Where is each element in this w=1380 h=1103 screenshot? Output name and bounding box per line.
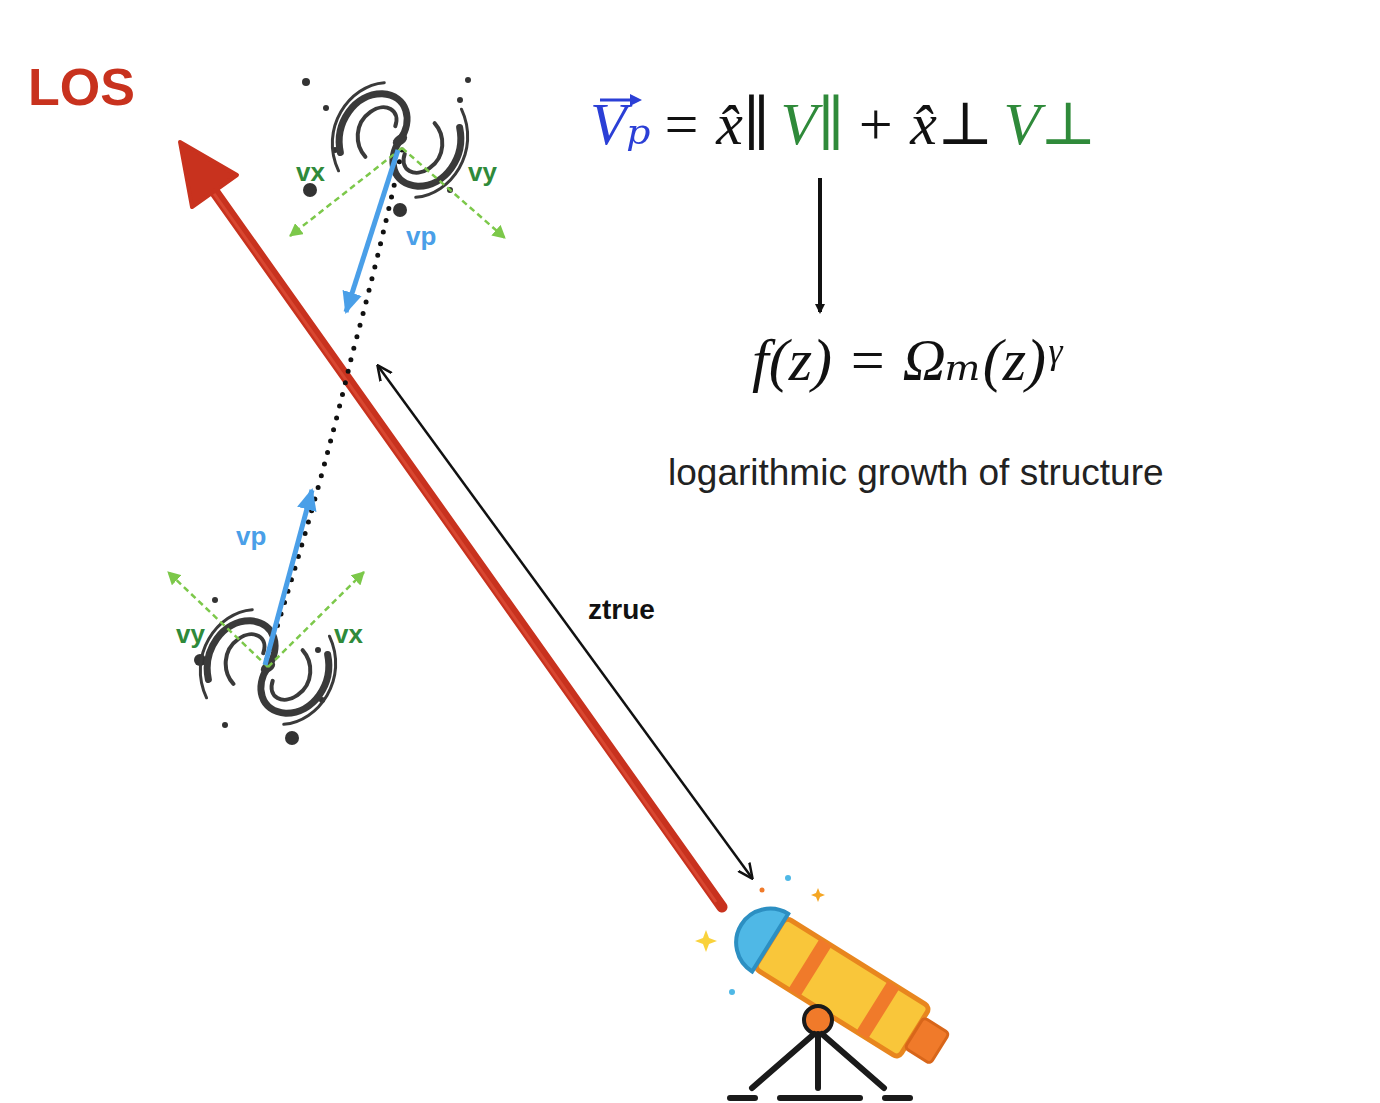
- implies-arrow: [818, 178, 822, 312]
- growth-equation: f(z) = Ωₘ(z)ᵞ: [752, 326, 1060, 395]
- los-label: LOS: [28, 58, 135, 118]
- los-arrow: [180, 142, 722, 907]
- velocity-equation: Vₚ= x̂∥V∥+ x̂⊥V⊥: [590, 88, 1097, 159]
- distance-label: ztrue: [588, 594, 655, 626]
- velocity-component: vx: [334, 620, 363, 650]
- velocity-component: vy: [468, 158, 497, 188]
- velocity-perpendicular: V⊥: [1003, 88, 1096, 159]
- component-arrows: [168, 148, 505, 667]
- velocity-arrows: [265, 150, 398, 665]
- dotted-path: [264, 150, 402, 668]
- velocity-label: vp: [236, 522, 266, 552]
- velocity-component: vy: [176, 620, 205, 650]
- velocity-component: vx: [296, 158, 325, 188]
- velocity-label: vp: [406, 222, 436, 252]
- growth-caption: logarithmic growth of structure: [668, 452, 1164, 495]
- equation-part: = x̂∥: [661, 88, 771, 159]
- telescope-icon: [695, 875, 958, 1098]
- distance-arrow: [378, 366, 752, 878]
- equation-part: + x̂⊥: [855, 88, 994, 159]
- velocity-vector: Vₚ: [590, 88, 651, 159]
- velocity-parallel: V∥: [781, 88, 845, 159]
